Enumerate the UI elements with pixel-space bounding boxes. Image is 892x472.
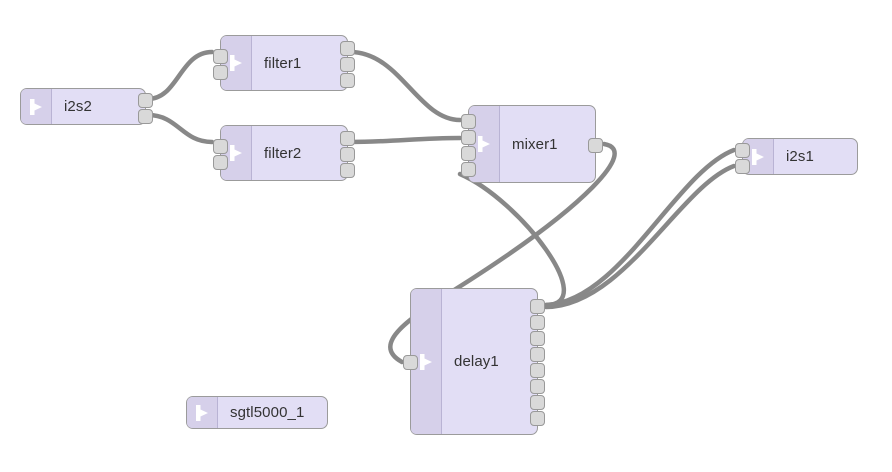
port-input-i2s1-2[interactable] <box>735 159 750 174</box>
port-output-filter1-1[interactable] <box>340 40 355 56</box>
port-input-filter1-1[interactable] <box>213 48 228 64</box>
port-output-filter1-3[interactable] <box>340 72 355 88</box>
port-input-delay1-1[interactable] <box>403 355 418 370</box>
node-label-i2s2: i2s2 <box>64 98 92 115</box>
wire-i2s2-out2-to-filter2-in1[interactable] <box>145 112 215 145</box>
port-input-mixer1-4[interactable] <box>461 161 476 177</box>
port-output-delay1-3[interactable] <box>530 331 545 346</box>
port-output-filter2-1[interactable] <box>340 130 355 146</box>
port-output-i2s2-2[interactable] <box>138 109 153 124</box>
wire-i2s2-out1-to-filter1-in1[interactable] <box>145 49 215 102</box>
port-input-mixer1-3[interactable] <box>461 145 476 161</box>
port-input-filter2-1[interactable] <box>213 138 228 154</box>
port-output-delay1-8[interactable] <box>530 411 545 426</box>
port-output-delay1-5[interactable] <box>530 363 545 378</box>
arrow-right-icon <box>743 139 774 174</box>
port-output-filter1-2[interactable] <box>340 56 355 72</box>
port-output-delay1-7[interactable] <box>530 395 545 410</box>
port-output-delay1-1[interactable] <box>530 299 545 314</box>
node-label-filter1: filter1 <box>264 54 302 72</box>
port-output-delay1-6[interactable] <box>530 379 545 394</box>
port-output-filter2-2[interactable] <box>340 146 355 162</box>
port-output-mixer1-1[interactable] <box>588 137 603 153</box>
wire-delay1-out-to-i2s1-in2[interactable] <box>543 163 737 310</box>
port-output-i2s2-1[interactable] <box>138 93 153 108</box>
node-i2s2[interactable]: i2s2 <box>20 88 153 125</box>
node-label-sgtl5000_1: sgtl5000_1 <box>230 404 305 421</box>
wire-mixer1-in4-to-delay1-out1[interactable] <box>457 171 567 308</box>
port-input-mixer1-2[interactable] <box>461 129 476 145</box>
arrow-right-icon <box>187 397 218 428</box>
port-input-mixer1-1[interactable] <box>461 113 476 129</box>
node-label-i2s1: i2s1 <box>786 148 814 165</box>
node-filter1[interactable]: filter1 <box>213 35 355 91</box>
node-label-mixer1: mixer1 <box>512 135 558 153</box>
node-label-delay1: delay1 <box>454 353 499 370</box>
node-i2s1[interactable]: i2s1 <box>735 138 858 175</box>
arrow-right-icon <box>21 89 52 124</box>
node-delay1[interactable]: delay1 <box>403 288 545 435</box>
wire-filter2-out1-to-mixer1-in2[interactable] <box>347 135 463 145</box>
port-output-filter2-3[interactable] <box>340 162 355 178</box>
port-input-filter1-2[interactable] <box>213 64 228 80</box>
node-filter2[interactable]: filter2 <box>213 125 355 181</box>
port-output-delay1-4[interactable] <box>530 347 545 362</box>
port-input-i2s1-1[interactable] <box>735 143 750 158</box>
node-mixer1[interactable]: mixer1 <box>461 105 603 183</box>
node-sgtl5000_1[interactable]: sgtl5000_1 <box>186 396 328 429</box>
port-output-delay1-2[interactable] <box>530 315 545 330</box>
node-label-filter2: filter2 <box>264 144 302 162</box>
port-input-filter2-2[interactable] <box>213 154 228 170</box>
wire-filter1-out1-to-mixer1-in1[interactable] <box>347 49 463 123</box>
